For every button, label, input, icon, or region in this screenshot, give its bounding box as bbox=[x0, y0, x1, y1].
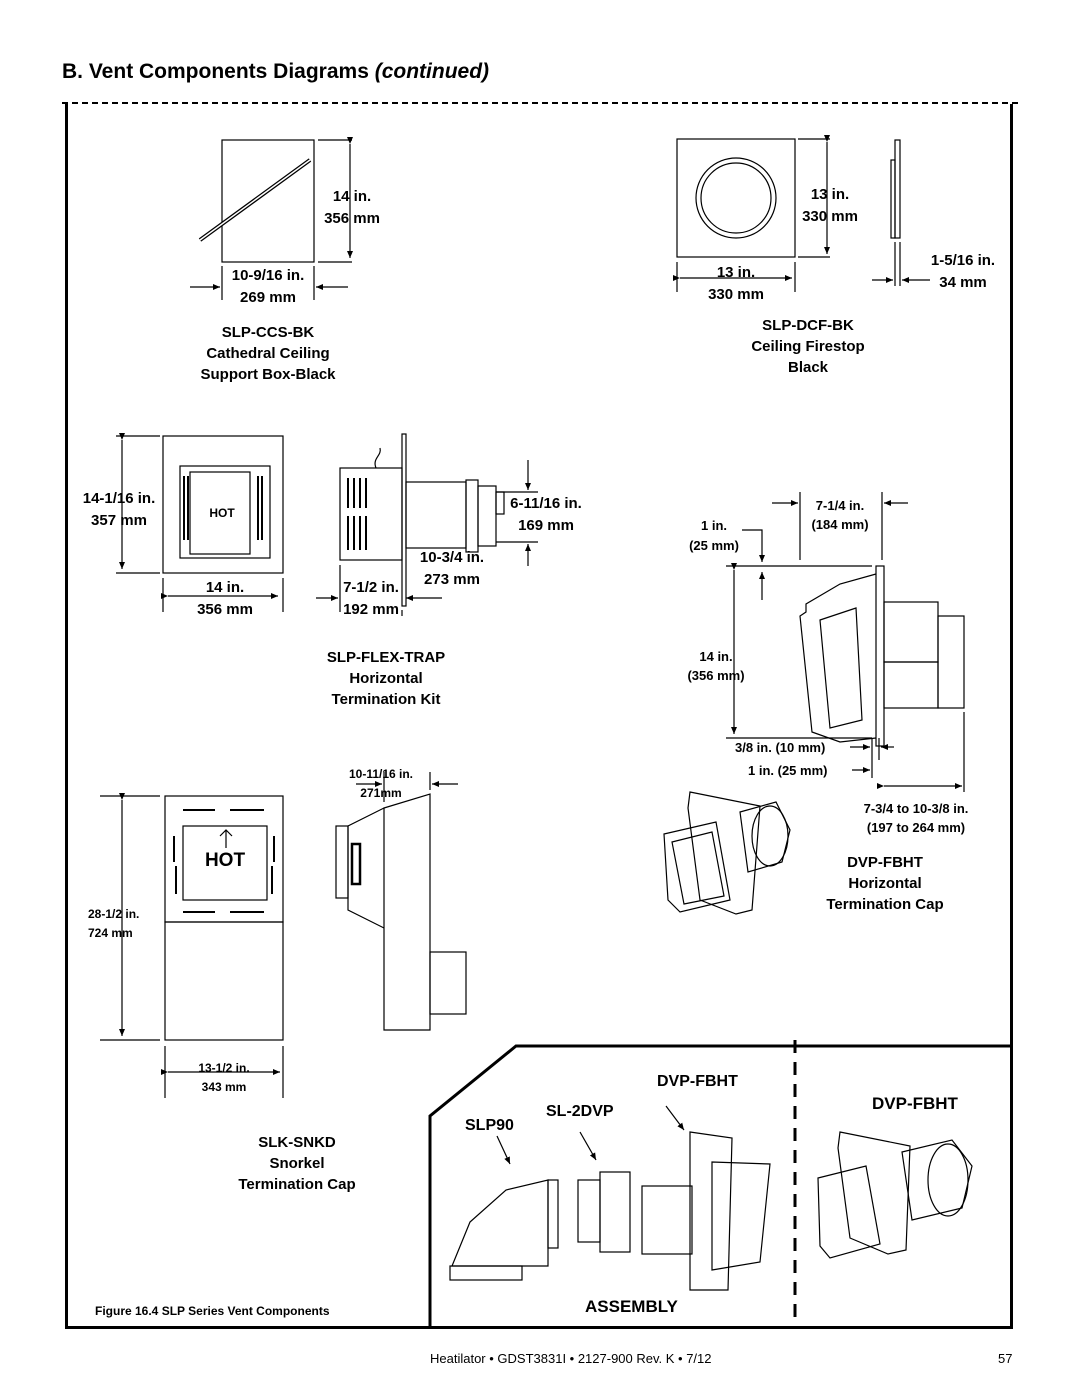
assembly-panel-drawing bbox=[428, 1040, 1012, 1326]
footer-text: Heatilator • GDST3831I • 2127-900 Rev. K… bbox=[430, 1351, 712, 1366]
fbht-dim-range: 7-3/4 to 10-3/8 in.(197 to 264 mm) bbox=[863, 801, 969, 835]
flex-trap-side-drawing bbox=[316, 433, 538, 616]
page-number: 57 bbox=[998, 1351, 1013, 1366]
assembly-title: ASSEMBLY bbox=[585, 1297, 678, 1316]
figure-frame bbox=[65, 104, 1013, 1329]
figure-caption: Figure 16.4 SLP Series Vent Components bbox=[95, 1304, 330, 1318]
dcf-firestop-drawing bbox=[673, 135, 930, 292]
section-heading: B. Vent Components Diagrams (continued) bbox=[62, 60, 489, 84]
fbht-dim-b: 1 in. (25 mm) bbox=[748, 763, 828, 778]
assembly-label-fbht-right: DVP-FBHT bbox=[872, 1094, 958, 1113]
fbht-dim-a: 3/8 in. (10 mm) bbox=[735, 740, 826, 755]
fbht-profile-drawing bbox=[726, 492, 965, 792]
fbht-dim-offset: 1 in.(25 mm) bbox=[689, 518, 739, 553]
assembly-label-2dvp: SL-2DVP bbox=[546, 1103, 614, 1120]
snkd-dim-height: 28-1/2 in.724 mm bbox=[88, 907, 140, 940]
dcf-dim-depth: 1-5/16 in.34 mm bbox=[930, 252, 996, 291]
fbht-perspective-drawing bbox=[663, 791, 791, 915]
flex-dim-depth2: 10-3/4 in.273 mm bbox=[419, 549, 485, 588]
snkd-front-drawing bbox=[100, 793, 284, 1098]
fbht-dim-top: 7-1/4 in.(184 mm) bbox=[811, 498, 869, 532]
snkd-dim-width: 13-1/2 in.343 mm bbox=[198, 1061, 250, 1094]
ccs-support-box-drawing bbox=[190, 137, 353, 300]
flex-dim-height: 14-1/16 in.357 mm bbox=[82, 490, 156, 529]
heading-continued: (continued) bbox=[374, 60, 490, 83]
flex-dim-width: 14 in.356 mm bbox=[197, 579, 253, 618]
flex-dim-depth1: 7-1/2 in.192 mm bbox=[343, 579, 399, 618]
heading-divider bbox=[62, 102, 1018, 104]
assembly-label-slp90: SLP90 bbox=[465, 1117, 514, 1134]
snkd-hot-label: HOT bbox=[204, 850, 246, 871]
snkd-dim-depth: 10-11/16 in.271mm bbox=[348, 767, 414, 800]
assembly-label-fbht: DVP-FBHT bbox=[657, 1073, 738, 1090]
dcf-dim-width: 13 in.330 mm bbox=[708, 264, 764, 303]
flex-hot-label: HOT bbox=[209, 506, 235, 520]
ccs-dim-height: 14 in.356 mm bbox=[324, 188, 380, 227]
dcf-dim-height: 13 in.330 mm bbox=[802, 186, 858, 225]
flex-dim-pipe: 6-11/16 in.169 mm bbox=[510, 495, 582, 534]
snkd-side-drawing bbox=[335, 772, 467, 1031]
flex-trap-front-drawing bbox=[116, 433, 284, 612]
ccs-dim-width: 10-9/16 in.269 mm bbox=[231, 267, 305, 306]
fbht-dim-height: 14 in.(356 mm) bbox=[687, 649, 745, 683]
heading-main: B. Vent Components Diagrams bbox=[62, 60, 369, 83]
